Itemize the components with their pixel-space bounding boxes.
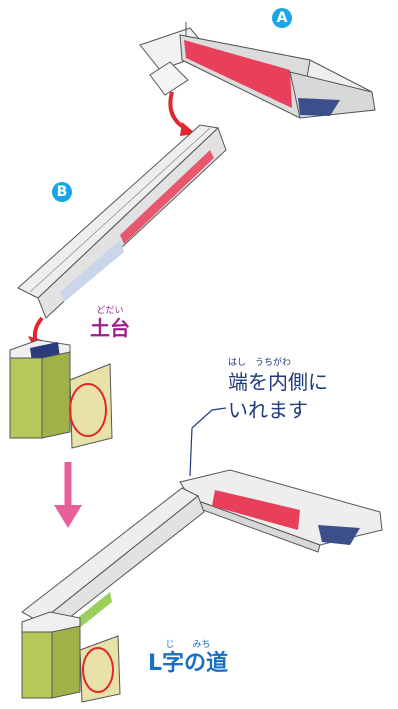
- base-label-ruby: どだい: [96, 306, 124, 316]
- note-label: はし うちがわ 端を内側に いれます: [228, 358, 328, 424]
- base-box-lower: [21, 611, 121, 703]
- arrow-a-to-b: [168, 91, 196, 136]
- note-label-line1: 端を内側に: [228, 370, 328, 394]
- l-road-print: [212, 490, 300, 530]
- part-a-print: [184, 40, 292, 108]
- note-label-line2: いれます: [228, 398, 308, 422]
- badge-a: A: [272, 8, 292, 28]
- note-callout-line: [189, 407, 227, 477]
- result-label-ruby: じ みち: [165, 640, 211, 650]
- l-road-print-dark: [318, 525, 360, 545]
- base-box-upper: [9, 339, 113, 449]
- l-road-assembled: [21, 469, 383, 642]
- part-a-print-dark: [298, 98, 340, 116]
- result-label: じ みち L字の道: [148, 640, 228, 678]
- part-b-print: [120, 150, 214, 244]
- base-label: どだい 土台: [90, 306, 130, 340]
- badge-b: B: [52, 182, 72, 202]
- part-b-strip: [17, 124, 227, 319]
- arrow-down-pink: [54, 462, 82, 528]
- result-label-text: L字の道: [148, 651, 229, 676]
- note-label-ruby: はし うちがわ: [228, 358, 292, 368]
- part-b-print-light: [60, 240, 124, 302]
- part-a-strip: [139, 22, 376, 119]
- base-label-text: 土台: [90, 316, 130, 340]
